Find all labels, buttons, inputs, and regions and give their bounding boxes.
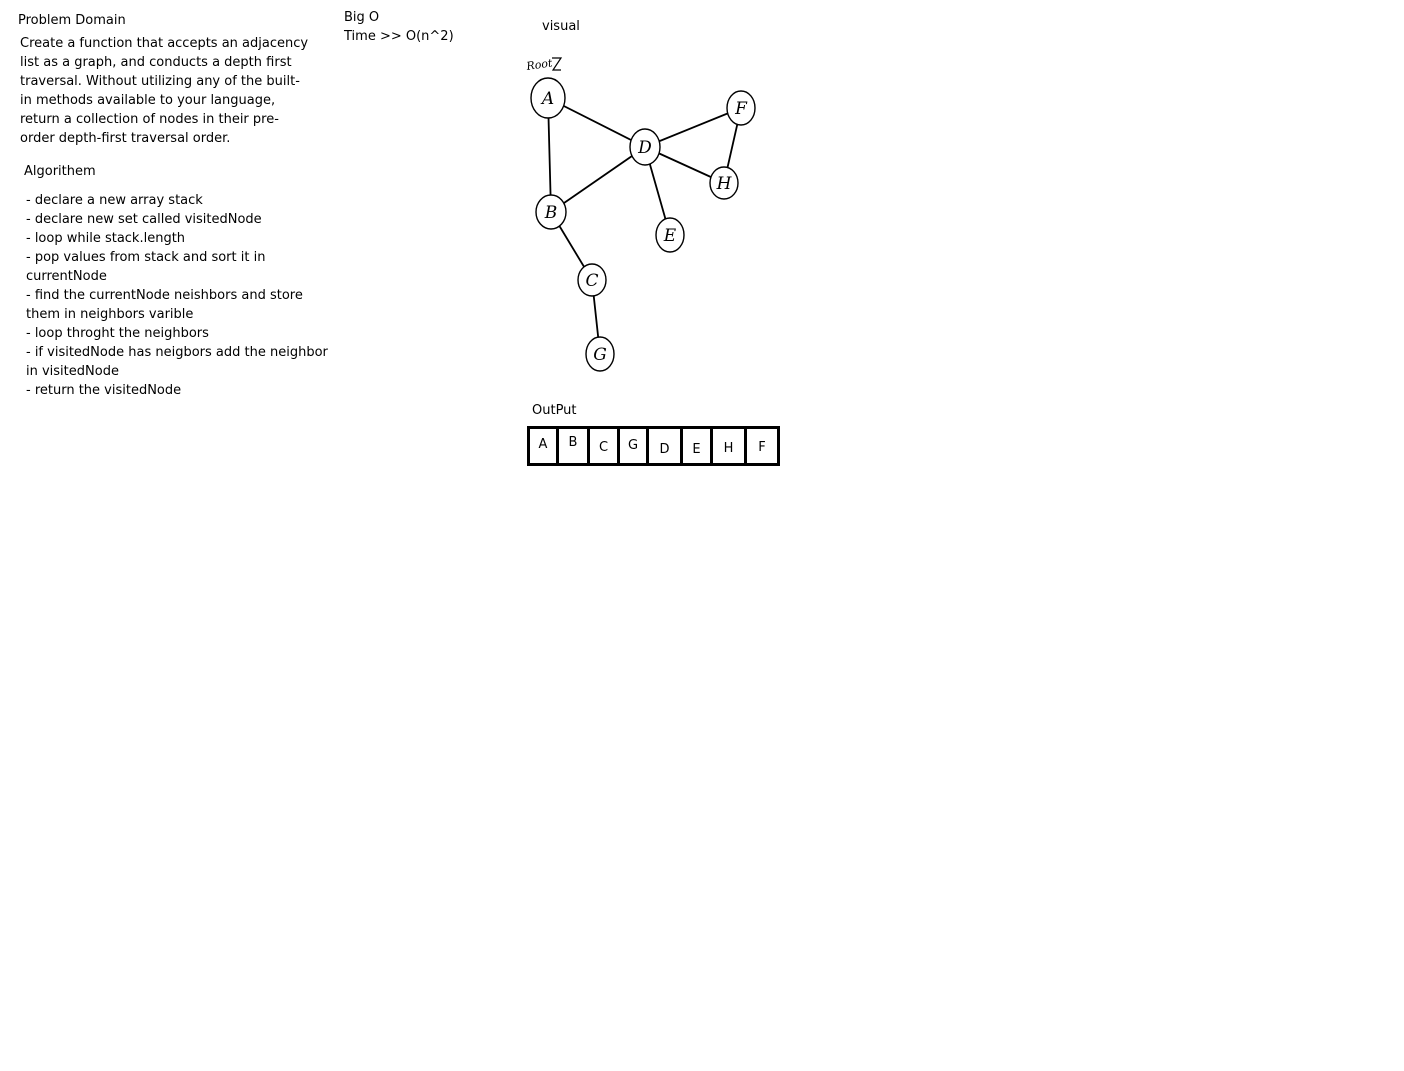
graph-node-d: D (629, 128, 661, 166)
graph-node-circle (535, 194, 567, 230)
root-annotation: Root (525, 56, 563, 73)
graph-node-label: C (585, 271, 598, 291)
big-o-time: Time >> O(n^2) (344, 29, 454, 44)
visual-heading: visual (542, 19, 580, 34)
output-cell-value: B (568, 435, 578, 450)
output-cell: G (620, 429, 649, 463)
algorithm-heading: Algorithem (24, 164, 96, 179)
output-cell-value: H (723, 441, 734, 456)
algorithm-steps: - declare a new array stack - declare ne… (26, 191, 328, 400)
graph-node-c: C (577, 263, 607, 297)
root-note: Root (525, 56, 554, 73)
algorithm-line: - loop while stack.length (26, 231, 186, 246)
algorithm-line: - if visitedNode has neigbors add the ne… (26, 345, 328, 360)
problem-domain-heading: Problem Domain (18, 13, 126, 28)
output-heading: OutPut (532, 403, 577, 418)
output-cell: A (530, 429, 559, 463)
graph-node-circle (585, 336, 615, 372)
graph-node-label: D (637, 138, 652, 158)
output-cell: E (683, 429, 713, 463)
algorithm-line: them in neighbors varible (26, 307, 194, 322)
graph-node-circle (726, 90, 756, 126)
output-cell-value: F (758, 440, 766, 455)
graph-node-circle (577, 263, 607, 297)
graph-node-circle (709, 166, 739, 200)
algorithm-line: - declare a new array stack (26, 193, 203, 208)
graph-edge-b-d (550, 146, 646, 213)
output-cell: F (747, 429, 777, 463)
graph-node-g: G (585, 336, 615, 372)
output-cell: B (559, 429, 590, 463)
graph-node-label: A (540, 89, 554, 109)
problem-domain-line: traversal. Without utilizing any of the … (20, 74, 300, 89)
big-o-heading: Big O (344, 10, 380, 25)
algorithm-line: - find the currentNode neishbors and sto… (26, 288, 303, 303)
graph-node-label: B (544, 203, 558, 223)
graph-node-b: B (535, 194, 567, 230)
problem-domain-text: Create a function that accepts an adjace… (20, 34, 308, 148)
algorithm-line: - declare new set called visitedNode (26, 212, 262, 227)
graph-node-circle (655, 217, 685, 253)
algorithm-line: currentNode (26, 269, 107, 284)
graph-node-circle (530, 77, 566, 119)
output-cell: H (713, 429, 747, 463)
output-cell-value: E (692, 442, 701, 457)
graph-node-a: A (530, 77, 566, 119)
graph-node-f: F (726, 90, 756, 126)
graph-nodes: A B C D E F G H (530, 77, 756, 372)
output-cell: C (590, 429, 620, 463)
graph-node-h: H (709, 166, 739, 200)
graph-edge-d-f (644, 107, 742, 148)
graph-node-label: H (716, 174, 733, 194)
output-cell-value: D (659, 442, 670, 457)
problem-domain-line: list as a graph, and conducts a depth fi… (20, 55, 292, 70)
output-cell-value: G (627, 438, 639, 453)
graph-node-label: E (663, 226, 677, 246)
graph-node-circle (629, 128, 661, 166)
graph-node-e: E (655, 217, 685, 253)
graph-node-label: G (593, 345, 607, 365)
output-cell-value: C (598, 440, 609, 455)
algorithm-line: - loop throght the neighbors (26, 326, 209, 341)
problem-domain-line: return a collection of nodes in their pr… (20, 112, 279, 127)
problem-domain-line: in methods available to your language, (20, 93, 276, 108)
problem-domain-line: order depth-first traversal order. (20, 131, 231, 146)
graph-node-label: F (734, 99, 748, 119)
algorithm-line: - pop values from stack and sort it in (26, 250, 266, 265)
algorithm-line: in visitedNode (26, 364, 119, 379)
graph-diagram: A B C D E F G H Root (525, 56, 756, 372)
output-cell-value: A (538, 437, 548, 452)
output-cell: D (649, 429, 683, 463)
algorithm-line: - return the visitedNode (26, 383, 182, 398)
problem-domain-line: Create a function that accepts an adjace… (20, 36, 309, 51)
root-arrow-icon (551, 57, 563, 71)
